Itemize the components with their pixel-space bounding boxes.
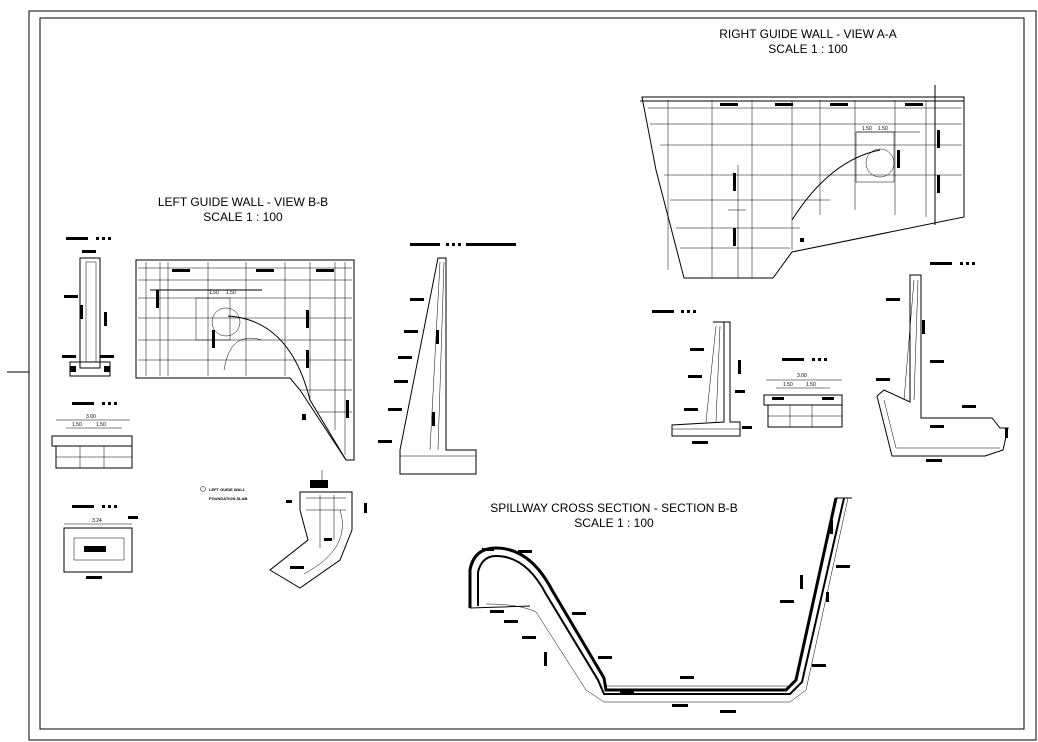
left-foundation-curved-detail [269, 470, 367, 589]
right-guide-wall-elevation: 1.50 1.50 [640, 85, 965, 279]
left-foundation-slab-detail-2: 3.24 [63, 505, 138, 579]
svg-text:1.50: 1.50 [209, 290, 219, 296]
sheet-border [7, 10, 1037, 741]
svg-text:1.50: 1.50 [862, 126, 872, 132]
right-wall-section-1 [652, 310, 752, 444]
left-wall-small-section [62, 237, 114, 377]
svg-text:SCALE 1 : 100: SCALE 1 : 100 [574, 516, 654, 530]
right-wall-section-2 [876, 262, 1009, 462]
svg-text:SCALE 1 : 100: SCALE 1 : 100 [203, 210, 283, 224]
left-wall-tall-section [378, 243, 516, 475]
svg-text:RIGHT GUIDE WALL - VIEW A-A: RIGHT GUIDE WALL - VIEW A-A [719, 27, 897, 41]
svg-text:1.50: 1.50 [72, 422, 82, 428]
left-foundation-slab-note: LEFT GUIDE WALL FOUNDATION SLAB [200, 486, 247, 501]
svg-text:SPILLWAY CROSS SECTION - SECTI: SPILLWAY CROSS SECTION - SECTION B-B [490, 501, 738, 515]
svg-text:1.50: 1.50 [226, 290, 236, 296]
svg-text:1.50: 1.50 [806, 382, 816, 388]
spillway-profile [468, 497, 852, 713]
left-foundation-slab-detail-1: 3.00 1.50 1.50 [51, 402, 133, 469]
svg-text:FOUNDATION SLAB: FOUNDATION SLAB [209, 496, 247, 501]
svg-text:3.00: 3.00 [86, 414, 96, 420]
left-guide-wall-elevation: 1.50 1.50 [135, 259, 355, 461]
svg-text:1.50: 1.50 [783, 382, 793, 388]
svg-text:3.24: 3.24 [92, 518, 102, 524]
svg-text:1.50: 1.50 [878, 126, 888, 132]
svg-text:3.00: 3.00 [797, 373, 807, 379]
right-foundation-slab-detail: 3.00 1.50 1.50 [763, 358, 843, 428]
title-right-guide-wall: RIGHT GUIDE WALL - VIEW A-A SCALE 1 : 10… [719, 27, 897, 56]
svg-text:SCALE 1 : 100: SCALE 1 : 100 [768, 42, 848, 56]
svg-text:LEFT GUIDE WALL - VIEW B-B: LEFT GUIDE WALL - VIEW B-B [158, 195, 328, 209]
title-left-guide-wall: LEFT GUIDE WALL - VIEW B-B SCALE 1 : 100 [158, 195, 328, 224]
svg-text:1.50: 1.50 [96, 422, 106, 428]
title-spillway-section: SPILLWAY CROSS SECTION - SECTION B-B SCA… [490, 501, 738, 530]
svg-text:LEFT GUIDE WALL: LEFT GUIDE WALL [209, 487, 246, 492]
